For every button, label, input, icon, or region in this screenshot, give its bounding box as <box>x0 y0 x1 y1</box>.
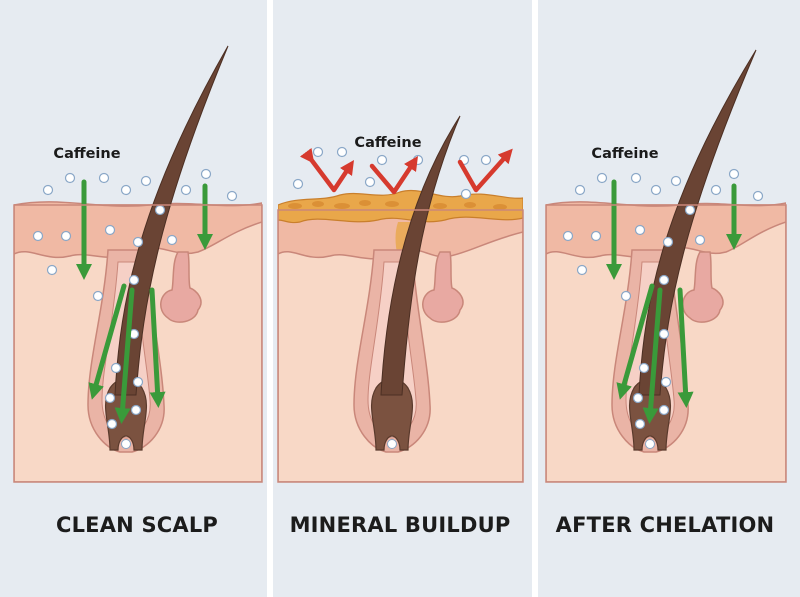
panel-mineral-buildup: Caffeine <box>278 115 523 482</box>
caffeine-label: Caffeine <box>591 146 658 162</box>
mineral-texture <box>288 200 507 210</box>
panel-divider <box>532 0 538 597</box>
sebaceous-gland <box>422 251 464 323</box>
panel-frame <box>13 204 263 483</box>
panel-divider <box>267 0 273 597</box>
sebaceous-gland <box>682 251 724 323</box>
panel-after-chelation: Caffeine <box>546 49 786 482</box>
hair-shaft <box>380 115 461 396</box>
inflow-arrows <box>605 179 743 424</box>
caption-clean-scalp: CLEAN SCALP <box>55 513 219 537</box>
caffeine-molecules <box>562 168 764 430</box>
caption-after-chelation: AFTER CHELATION <box>555 513 775 537</box>
blocked-arrows <box>299 147 513 195</box>
caption-mineral-buildup: MINERAL BUILDUP <box>289 513 511 537</box>
caffeine-label: Caffeine <box>354 135 421 151</box>
caffeine-label: Caffeine <box>53 146 120 162</box>
caffeine-molecules <box>32 168 238 430</box>
panel-frame <box>277 209 524 483</box>
hair-bulb <box>370 378 414 451</box>
inflow-arrows <box>75 179 214 424</box>
hair-shaft <box>114 45 229 396</box>
panel-clean-scalp: Caffeine <box>14 45 262 482</box>
panel-frame <box>545 204 787 483</box>
sebaceous-gland <box>160 251 202 323</box>
